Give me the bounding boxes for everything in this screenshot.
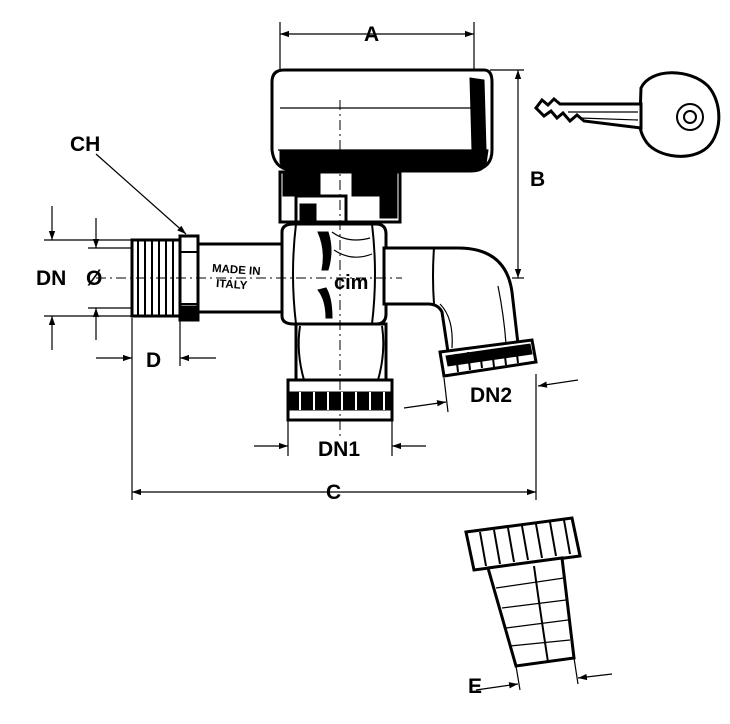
lock-handle [270, 68, 494, 224]
dim-label-dn2: DN2 [470, 384, 512, 407]
brand-logo: cim [334, 272, 368, 294]
dim-label-diameter: Ø [86, 267, 102, 290]
dimension-lines [44, 22, 613, 691]
key-icon [534, 71, 721, 158]
valve-body [280, 222, 388, 326]
marking-italy: ITALY [216, 278, 248, 292]
spout-elbow [382, 246, 538, 378]
hose-connector [464, 516, 582, 668]
dim-label-ch: CH [70, 133, 100, 156]
dim-label-b: B [530, 168, 545, 191]
dim-label-e: E [468, 675, 482, 698]
outlet-dn1 [286, 322, 394, 422]
dim-label-dn1: DN1 [318, 438, 360, 461]
dim-label-d: D [146, 349, 161, 372]
marking-made-in: MADE IN [212, 263, 261, 278]
dim-label-dn: DN [36, 267, 66, 290]
dim-label-a: A [364, 23, 379, 46]
dim-label-c: C [326, 481, 341, 504]
